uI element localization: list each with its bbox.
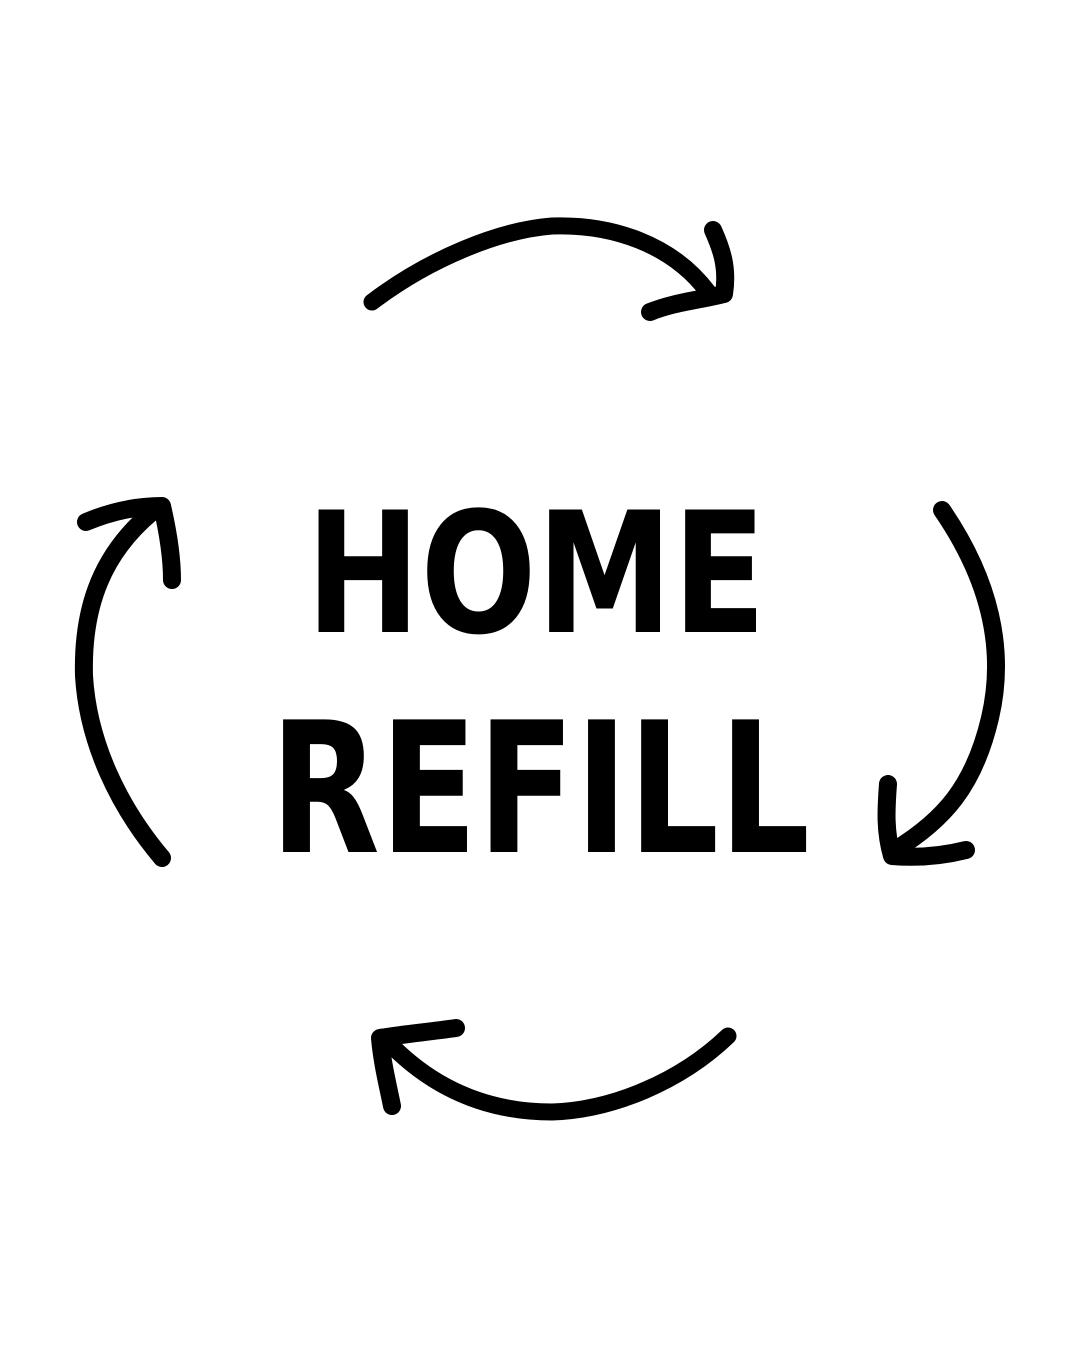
arrow-bottom-icon (371, 1019, 737, 1121)
arrow-left-icon (74, 497, 181, 867)
logo-line-refill: REFILL (270, 683, 810, 895)
logo-line-home: HOME (306, 476, 766, 672)
arrow-right-icon (877, 501, 1005, 866)
wordmark: HOME REFILL (270, 476, 810, 895)
arrow-top-icon (363, 217, 735, 321)
